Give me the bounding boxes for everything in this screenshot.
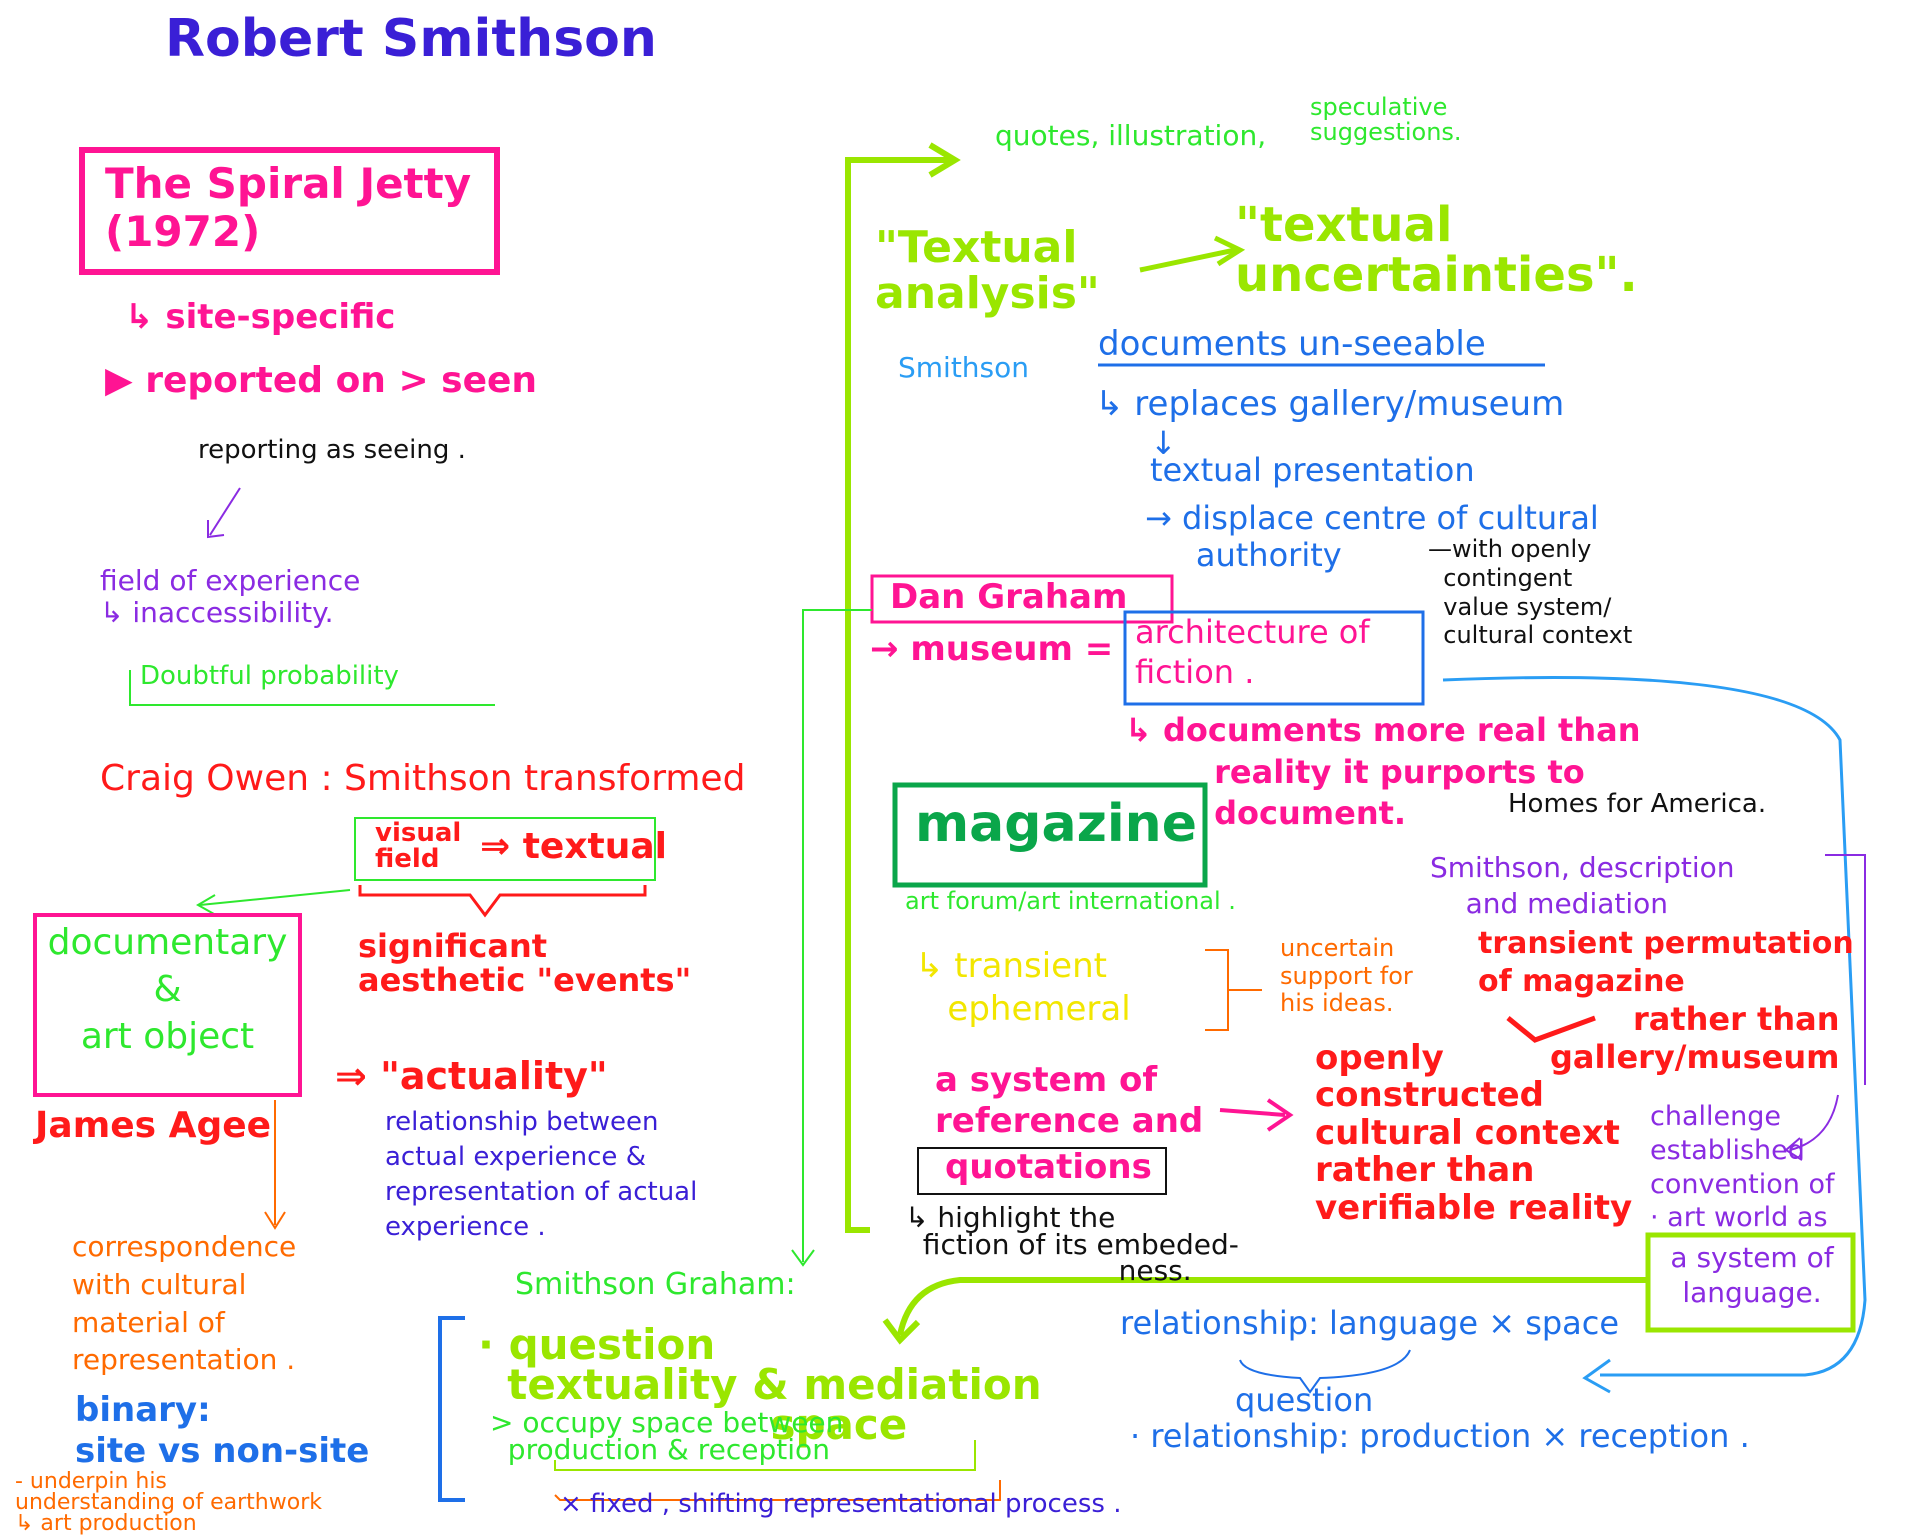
transient-ephemeral: ↳ transient ephemeral [915,946,1131,1029]
challenge-established: challenge established convention of · ar… [1650,1101,1835,1234]
documentary-art-object: documentary & art object [47,922,288,1057]
dan-graham: Dan Graham [890,577,1128,617]
openly-contingent: —with openly contingent value system/ cu… [1428,535,1633,650]
site-specific: ↳ site-specific [125,297,396,337]
uncertain-support: uncertain support for his ideas. [1280,934,1413,1018]
smithson-label: Smithson [898,351,1030,384]
relationship-language-space: relationship: language × space [1120,1304,1620,1342]
reported-on-seen: ▶ reported on > seen [105,360,538,401]
homes-for-america: Homes for America. [1508,789,1767,819]
significant-events: significant aesthetic "events" [358,927,692,999]
system-of-language: a system of language. [1670,1241,1834,1309]
quotations: quotations [945,1147,1152,1187]
museum-equals: → museum = [870,629,1114,669]
magazine-label: magazine [915,794,1197,854]
rather-than-gallery: rather than gallery/museum [1550,1000,1840,1077]
system-of-reference: a system of reference and [935,1060,1204,1141]
documents-unseeable: documents un-seeable [1098,324,1486,364]
smithson-graham: Smithson Graham: [515,1267,796,1302]
transient-permutation: transient permutation of magazine [1478,926,1854,999]
textual-analysis: "Textual analysis" [875,222,1100,320]
page-title: Robert Smithson [165,9,657,69]
reporting-as-seeing: reporting as seeing . [198,435,466,465]
relationship-between: relationship between actual experience &… [385,1107,698,1243]
question-textuality: · question textuality & mediation space [478,1320,1042,1449]
significant-brace [358,885,647,918]
arrow-textual: ⇒ textual [480,826,668,867]
smithson-description: Smithson, description and mediation [1430,851,1735,921]
blue-bracket [438,1316,465,1502]
question-relationship: question [1235,1381,1374,1419]
openly-constructed: openly constructed cultural context rath… [1315,1038,1633,1228]
highlight-fiction: ↳ highlight the fiction of its embeded- … [905,1201,1239,1288]
quotes-illustration: quotes, illustration, [995,119,1267,152]
correspondence: correspondence with cultural material of… [72,1230,297,1377]
james-agee: James Agee [35,1105,272,1146]
visual-field: visual field [375,818,462,874]
arrow-to-field [209,487,241,536]
fixed-shifting: × fixed , shifting representational proc… [560,1489,1122,1519]
documents-more-real: ↳ documents more real than reality it pu… [1125,711,1641,833]
textual-uncertainties: "textual uncertainties". [1235,197,1638,304]
replaces-gallery: ↳ replaces gallery/museum [1095,384,1565,424]
actuality: ⇒ "actuality" [335,1054,608,1098]
spiral-jetty-title: The Spiral Jetty (1972) [105,159,472,257]
speculative-suggestions: speculative suggestions. [1310,93,1462,147]
underpin-understanding: - underpin his understanding of earthwor… [15,1469,322,1536]
relationship-production-reception: · relationship: production × reception . [1130,1417,1750,1455]
artforum: art forum/art international . [905,887,1236,915]
architecture-fiction: architecture of fiction . [1135,613,1370,691]
textual-presentation: ↓ textual presentation [1150,424,1475,490]
field-of-experience: field of experience ↳ inaccessibility. [100,564,361,630]
displace-centre: → displace centre of cultural authority [1145,499,1599,574]
craig-owen-line: Craig Owen : Smithson transformed [100,758,746,799]
binary-site: binary: site vs non-site [75,1390,370,1471]
doubtful-probability: Doubtful probability [140,661,399,691]
occupy-space: > occupy space between production & rece… [490,1406,844,1466]
